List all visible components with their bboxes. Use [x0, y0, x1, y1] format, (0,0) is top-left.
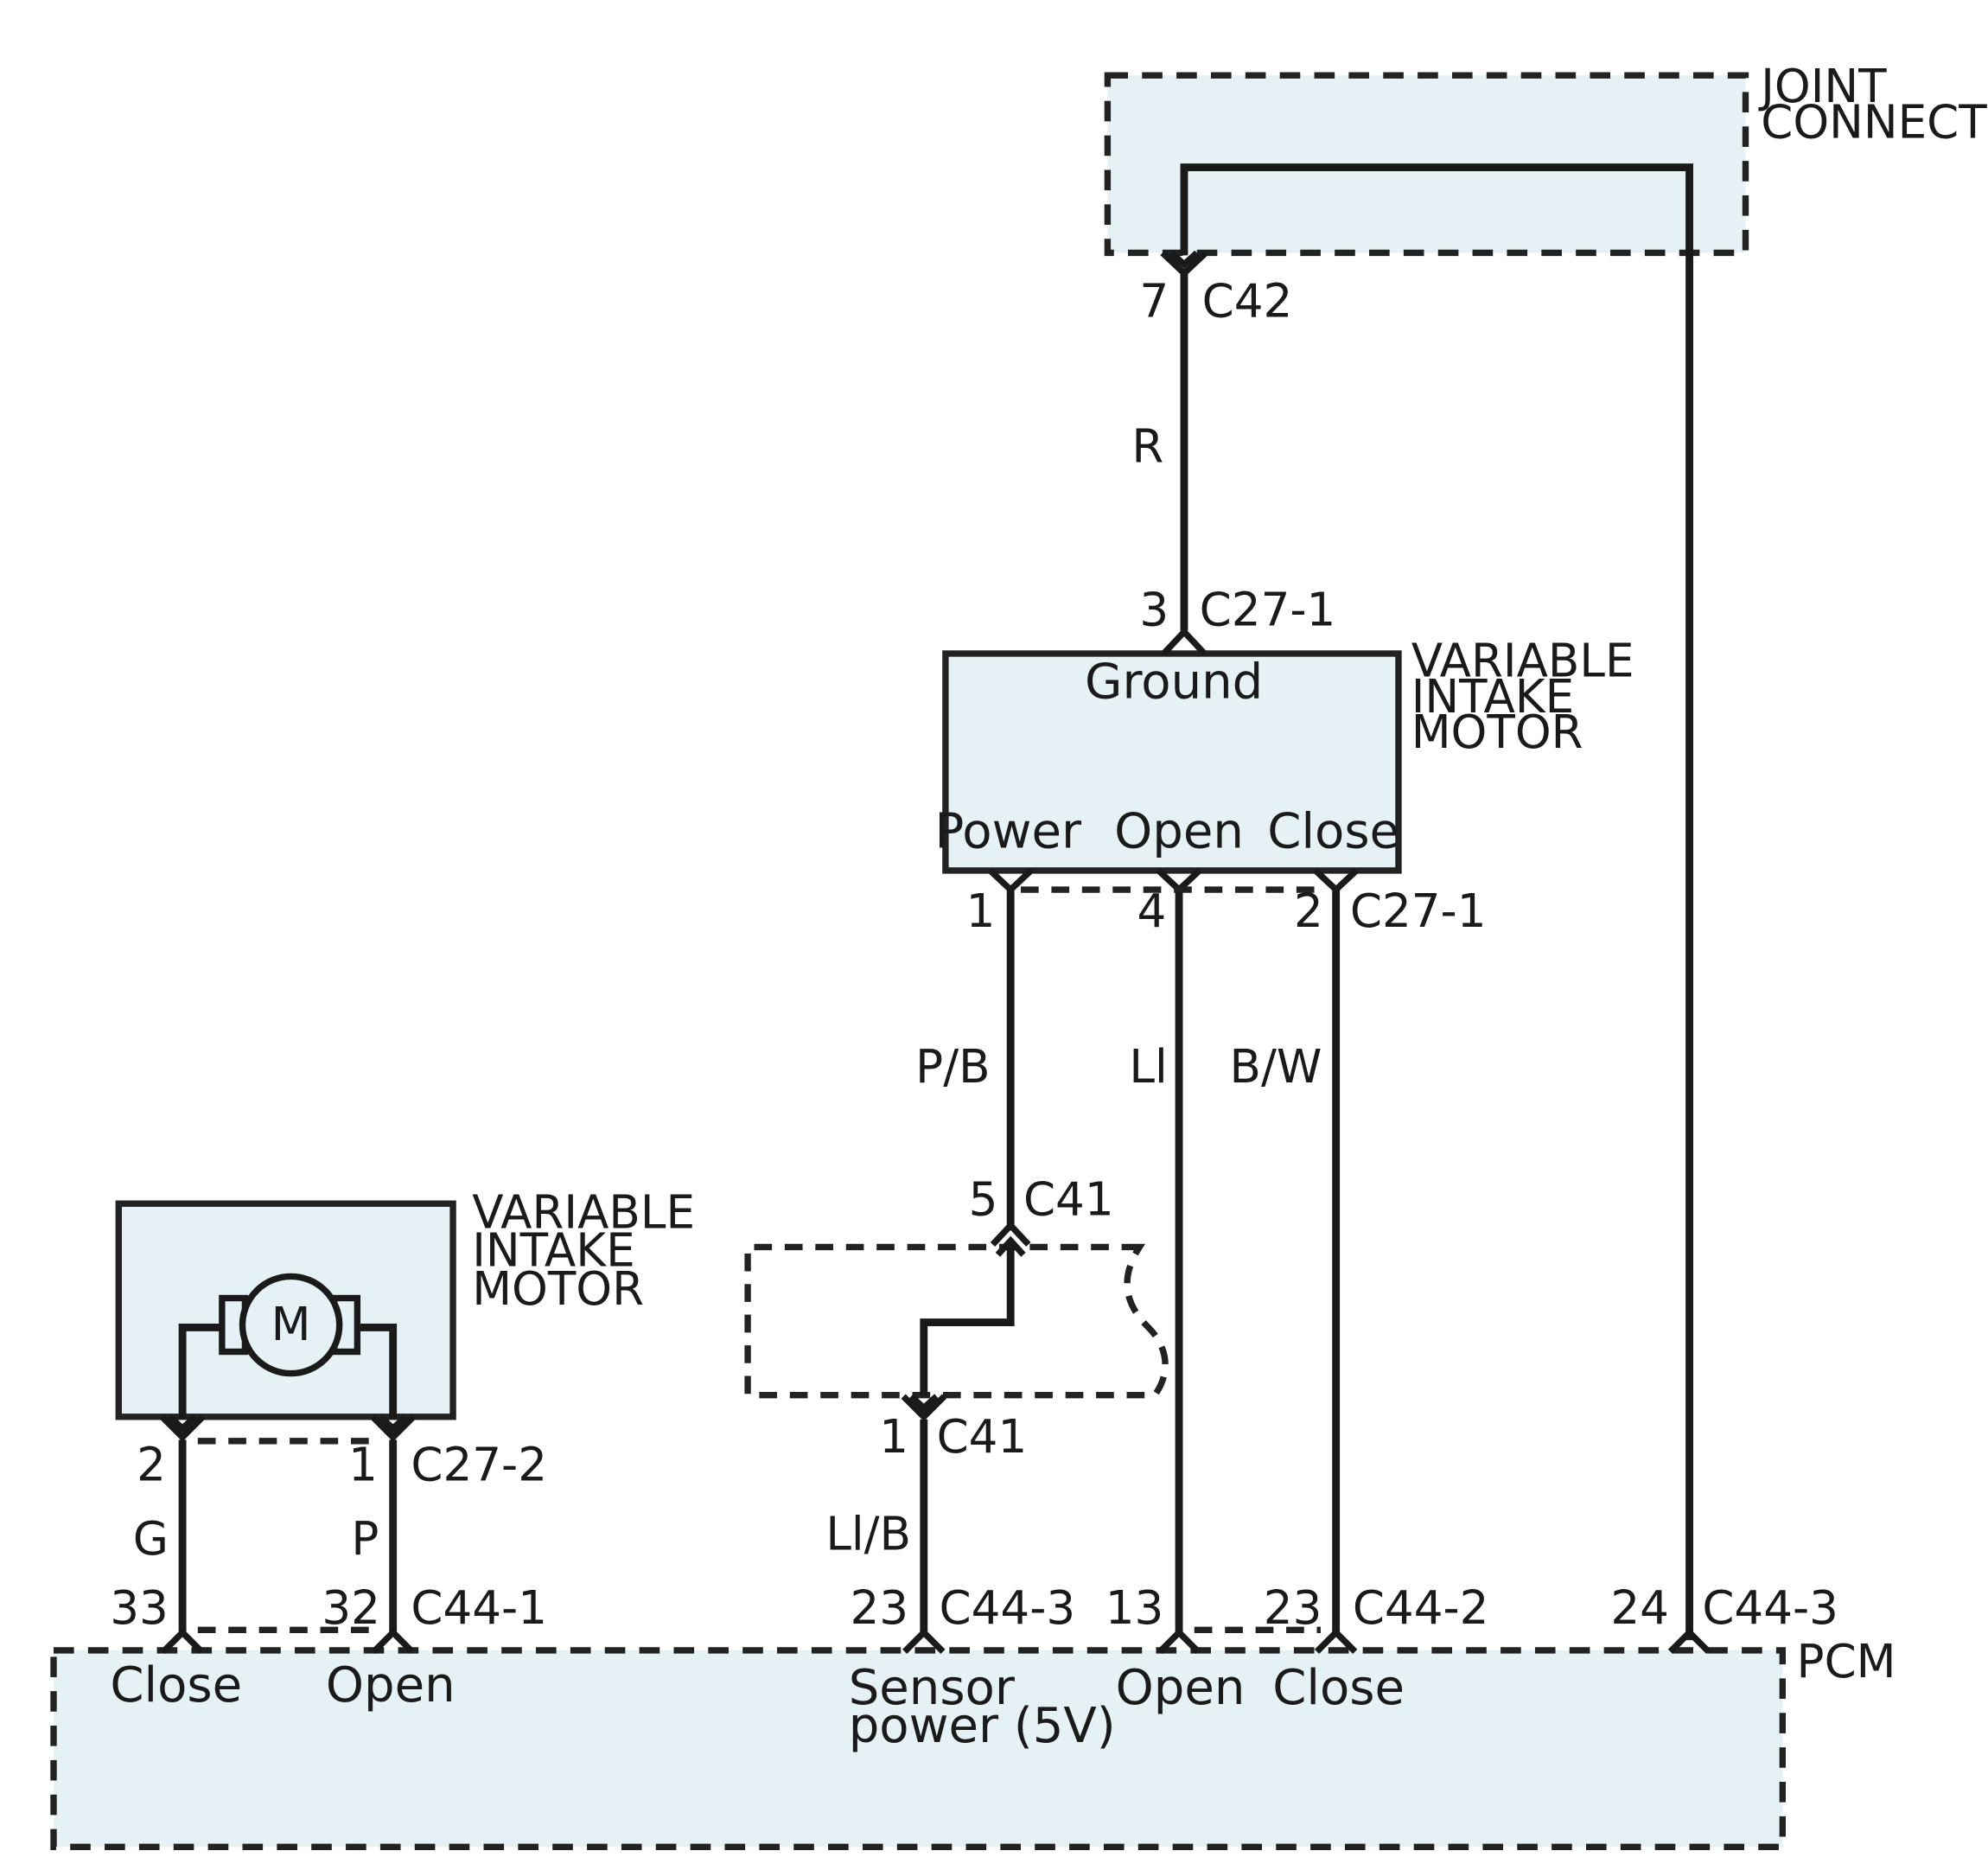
c41-top-connector: C41 — [1023, 1173, 1114, 1227]
pcm-pin-ground: 24 — [1610, 1581, 1669, 1635]
c42-pin-number: 7 — [1139, 274, 1169, 328]
motor-left-box — [115, 1200, 456, 1420]
pcm-close-left-label: Close — [110, 1657, 242, 1714]
pin-c27-1-1 — [988, 868, 1034, 895]
motor-left-pin-left: 2 — [137, 1439, 166, 1492]
wire-pb-label: P/B — [915, 1040, 990, 1094]
pin-c44-2-13 — [1157, 1628, 1201, 1655]
pin-c41-5 — [990, 1220, 1031, 1257]
motor-top-box — [942, 650, 1402, 874]
motor-top-label-line3: MOTOR — [1411, 705, 1583, 759]
pcm-sensor-label-line2: power (5V) — [849, 1698, 1116, 1754]
pcm-pin-sensor: 23 — [850, 1581, 908, 1635]
pcm-connector-right: C44-2 — [1353, 1581, 1489, 1635]
wire-r-label: R — [1131, 420, 1163, 474]
pcm-label: PCM — [1797, 1635, 1896, 1688]
c41-bottom-connector: C41 — [937, 1410, 1028, 1464]
wire-p-label: P — [351, 1512, 379, 1566]
wire-ll-label: Ll — [1129, 1040, 1167, 1094]
motor-lead-left — [178, 1324, 222, 1420]
pin-c27-1-3 — [1161, 627, 1207, 656]
pcm-connector-left: C44-1 — [411, 1581, 547, 1635]
pcm-connector-ground: C44-3 — [1702, 1581, 1838, 1635]
pcm-open-left-label: Open — [326, 1657, 456, 1714]
motor-left-connector: C27-2 — [411, 1439, 547, 1492]
pin-c27-1-2 — [1313, 868, 1359, 895]
pin-c27-2-2 — [159, 1414, 206, 1442]
motor-top-top-pin-number: 3 — [1139, 584, 1169, 637]
motor-symbol-label: M — [271, 1298, 311, 1351]
pcm-close-right-label: Close — [1272, 1660, 1405, 1716]
pin-c44-1-32 — [371, 1628, 415, 1655]
c42-connector-label: C42 — [1202, 274, 1293, 328]
pin-c27-2-1 — [370, 1414, 416, 1442]
pcm-open-right-label: Open — [1116, 1660, 1246, 1716]
c41-splice-box — [744, 1243, 1169, 1399]
motor-top-bottom-connector: C27-1 — [1350, 884, 1487, 938]
pcm-box — [50, 1647, 1787, 1850]
motor-top-close-label: Close — [1267, 803, 1399, 859]
motor-top-pin-power: 1 — [966, 884, 996, 938]
motor-left-pin-right: 1 — [348, 1439, 378, 1492]
motor-lead-right — [357, 1324, 398, 1420]
motor-symbol-circle — [239, 1273, 343, 1377]
motor-left-label-line1: VARIABLE — [472, 1185, 695, 1239]
motor-top-power-label: Power — [934, 803, 1081, 859]
motor-top-label-line1: VARIABLE — [1411, 635, 1634, 688]
motor-top-pin-open: 4 — [1137, 884, 1166, 938]
wire-g-label: G — [133, 1512, 169, 1566]
joint-connector-bus-wire — [1180, 163, 1693, 1641]
motor-top-ground-label: Ground — [1085, 654, 1263, 711]
pcm-connector-sensor: C44-3 — [940, 1581, 1076, 1635]
pin-c44-2-23 — [1314, 1628, 1358, 1655]
wire-splice-jog — [920, 1248, 1015, 1397]
pin-c41-1 — [901, 1394, 947, 1422]
motor-top-label-line2: INTAKE — [1411, 670, 1574, 724]
motor-top-open-label: Open — [1114, 803, 1244, 859]
pin-c44-3-23 — [902, 1628, 946, 1655]
joint-connector-label-line1: JOINT — [1758, 60, 1887, 113]
pcm-sensor-label-line1: Sensor — [849, 1660, 1016, 1716]
motor-top-pin-close: 2 — [1294, 884, 1323, 938]
c41-bottom-pin-number: 1 — [879, 1410, 908, 1464]
pcm-pin-close-right: 23 — [1264, 1581, 1322, 1635]
pin-c44-1-33 — [161, 1628, 204, 1655]
wire-llb-label: Ll/B — [825, 1507, 911, 1560]
motor-left-label-line3: MOTOR — [472, 1262, 644, 1316]
motor-top-top-connector: C27-1 — [1200, 584, 1336, 637]
motor-left-label-line2: INTAKE — [472, 1224, 634, 1278]
wire-bw-label: B/W — [1230, 1040, 1322, 1094]
pcm-pin-open-left: 32 — [322, 1581, 380, 1635]
pin-c44-3-24 — [1667, 1628, 1711, 1655]
c41-top-pin-number: 5 — [969, 1173, 998, 1227]
pcm-pin-open-right: 13 — [1106, 1581, 1164, 1635]
pcm-pin-close-left: 33 — [110, 1581, 169, 1635]
pin-c42-7 — [1160, 250, 1208, 278]
joint-connector-label-line2: CONNECTOR — [1761, 96, 1988, 150]
